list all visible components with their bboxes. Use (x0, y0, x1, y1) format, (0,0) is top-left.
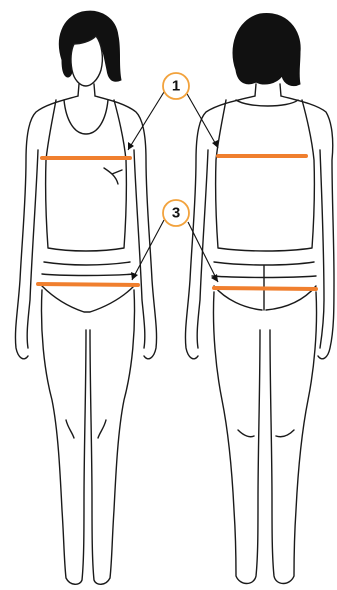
front-face (71, 36, 102, 86)
leader-1-front (128, 92, 164, 150)
back-figure (185, 13, 334, 583)
arrowhead-1-back (212, 140, 218, 148)
back-briefs (212, 262, 316, 310)
front-inner-arms (27, 150, 145, 348)
arrowhead-1-front (128, 142, 134, 150)
callout-1: 1 (163, 73, 189, 99)
callout-1-number: 1 (172, 78, 180, 95)
back-neck (255, 84, 281, 96)
back-hair (233, 13, 300, 85)
leader-1-back (186, 92, 218, 148)
front-briefs (42, 262, 134, 312)
back-tank-top (216, 100, 315, 251)
front-body-outline (15, 96, 156, 359)
front-knees (66, 420, 106, 438)
back-knees (238, 430, 294, 437)
callout-3: 3 (163, 200, 189, 226)
hip-measure-line-front (38, 284, 138, 285)
front-bust-detail (104, 168, 122, 184)
front-figure (15, 11, 156, 584)
hip-measure-line-back (214, 288, 316, 289)
leader-3-front (132, 220, 164, 280)
callout-3-number: 3 (172, 205, 180, 222)
back-legs (213, 292, 316, 584)
back-body-outline (185, 96, 334, 359)
arrowhead-3-front (131, 272, 138, 280)
front-legs (41, 290, 134, 584)
